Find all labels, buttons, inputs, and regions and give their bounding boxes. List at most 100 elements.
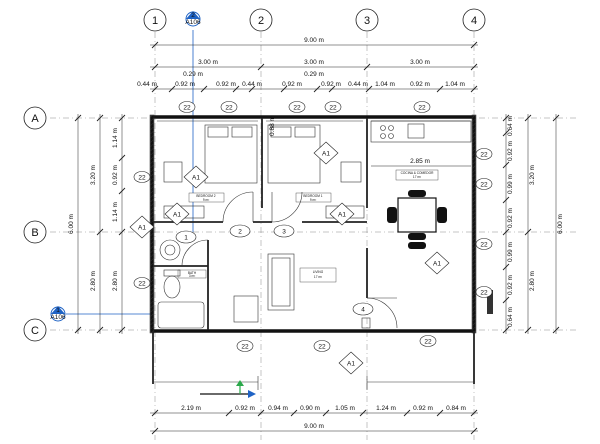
room-area: 17 m² (314, 275, 322, 279)
dim-bottom-detail: 0.92 m (413, 405, 433, 412)
pillow (231, 126, 253, 138)
section-tags: A1 A1 A1 A1 A1 A1 A1 (129, 141, 450, 375)
section-tag-label: A1 (173, 212, 181, 219)
bathtub (157, 301, 205, 329)
dimensions-right: 0.64 m 0.92 m 0.99 m 0.92 m 0.99 m 0.92 … (502, 114, 564, 334)
dim-bottom-detail: 0.84 m (446, 405, 466, 412)
living-furniture: LIVING 17 m² (233, 253, 371, 329)
door-tag (175, 230, 197, 244)
section-tag (129, 215, 155, 239)
dim-left-detail: 1.14 m (112, 202, 119, 222)
dim-top-detail: 0.92 m (282, 81, 302, 88)
grid-bubble-label: B (31, 227, 38, 239)
dining-chair (408, 242, 426, 249)
section-tag (424, 251, 450, 275)
window-tag-label: 22 (424, 339, 432, 346)
window-tag (475, 148, 493, 160)
grid-bubble-label: A (31, 113, 39, 125)
section-tag (338, 351, 364, 375)
section-tag (164, 202, 190, 226)
dim-top-detail: 0.44 m (348, 81, 368, 88)
dim-right-span: 3.20 m (529, 165, 536, 185)
dim-top-detail: 0.44 m (137, 81, 157, 88)
toilet (163, 275, 181, 299)
room-area: 9 m² (310, 198, 316, 202)
dimensions-top: 9.00 m 3.00 m 3.00 m 3.00 m 0.29 m 0.29 … (137, 37, 478, 93)
armchair (233, 295, 259, 323)
bedroom-2-furniture: BEDROOM 2 9 m² (163, 124, 258, 219)
room-name: LIVING (313, 270, 324, 274)
room-name: BATH (188, 271, 197, 275)
door-tag-label: 2 (238, 229, 242, 236)
dim-top-detail: 1.04 m (375, 81, 395, 88)
dim-top-small: 0.29 m (304, 71, 324, 78)
stove-burner-icon (388, 125, 394, 131)
porch (152, 290, 493, 390)
dim-bottom-detail: 2.19 m (181, 405, 201, 412)
window-tag (236, 340, 254, 352)
window-tag-label: 22 (480, 152, 488, 159)
dining-chair (408, 233, 426, 240)
window-tag (133, 171, 151, 183)
pillow (270, 126, 292, 138)
dim-right-span: 2.80 m (529, 271, 536, 291)
room-name: COCINA & COMEDOR (401, 171, 434, 175)
dim-right-detail: 0.92 m (507, 141, 514, 161)
room-tag-kitchen (395, 169, 439, 181)
view-marker-sheet: A106 (185, 19, 201, 26)
window-tags: 22 22 22 22 22 22 22 22 22 22 22 22 22 2… (133, 101, 493, 352)
window-tag-label: 22 (480, 182, 488, 189)
lavatory-basin (164, 244, 176, 256)
door-tag-label: 4 (361, 307, 365, 314)
dim-top-span: 3.00 m (198, 59, 218, 66)
window-tag (313, 340, 331, 352)
dim-bottom-detail: 0.94 m (268, 405, 288, 412)
dim-bottom-detail: 1.24 m (376, 405, 396, 412)
wall-hatch (471, 114, 477, 334)
coordinate-origin (200, 380, 256, 398)
window-tag-label: 22 (225, 105, 233, 112)
window-tag-label: 22 (293, 105, 301, 112)
door-tag-label: 3 (282, 229, 286, 236)
section-tag-label: A1 (338, 212, 346, 219)
section-tag-label: A1 (322, 151, 330, 158)
sofa (267, 253, 295, 311)
grid-bubble-b (23, 220, 47, 244)
nightstand (340, 161, 362, 183)
room-area: 3 m² (189, 274, 195, 278)
dim-right-detail: 0.92 m (507, 208, 514, 228)
dim-bottom-detail: 0.90 m (300, 405, 320, 412)
kitchen-furniture: 2.85 m COCINA & COMEDOR 17 m² (370, 120, 472, 249)
dim-top-detail: 0.92 m (410, 81, 430, 88)
room-tag-bedroom-1 (295, 192, 332, 203)
dim-kitchen-width: 2.85 m (410, 158, 430, 165)
dimensions-left: 6.00 m 3.20 m 2.80 m 1.14 m 0.92 m 1.14 … (68, 114, 126, 334)
dim-top-detail: 0.92 m (321, 81, 341, 88)
dim-right-detail: 0.64 m (507, 116, 514, 136)
dining-chair (387, 207, 397, 223)
lavatory (159, 239, 181, 261)
kitchen-counter (370, 120, 472, 143)
door-tags: 1 2 3 4 (175, 224, 374, 316)
view-marker-sheet: A106 (50, 314, 66, 321)
dining-chair (408, 190, 426, 197)
window-tag-label: 22 (138, 175, 146, 182)
view-marker-arrow-icon (186, 11, 200, 19)
kitchen-sink (407, 123, 425, 139)
dim-bath-small: 0.88 m (269, 116, 276, 136)
dim-left-span: 2.80 m (90, 271, 97, 291)
door-swing (271, 191, 303, 223)
section-tag (313, 141, 339, 165)
dim-top-span: 3.00 m (304, 59, 324, 66)
door-tag (229, 224, 251, 238)
grid-bubble-1 (143, 8, 167, 32)
section-tag (183, 165, 209, 189)
dining-chair (437, 207, 447, 223)
grid-bubble-label: 3 (364, 15, 370, 27)
window-tag-label: 22 (241, 344, 249, 351)
grid-bubble-label: 1 (152, 15, 158, 27)
window-tag-label: 22 (318, 344, 326, 351)
door-tag-label: 1 (184, 235, 188, 242)
window-tag (419, 335, 437, 347)
